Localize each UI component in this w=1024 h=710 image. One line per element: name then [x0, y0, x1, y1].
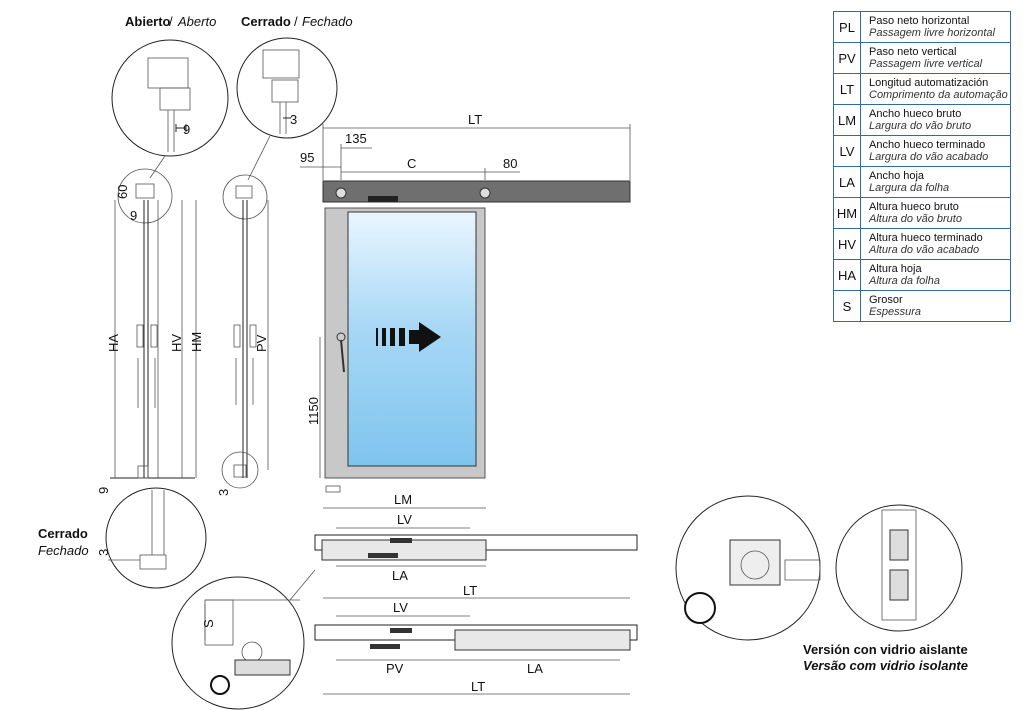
- plan-view-closed: LM LV LA LT: [314, 492, 638, 599]
- legend-code: S: [833, 290, 861, 322]
- closed-view-title-pt: Fechado: [302, 14, 353, 29]
- legend-es: Paso neto horizontal: [869, 15, 970, 27]
- legend-es: Grosor: [869, 294, 903, 306]
- legend-pt: Comprimento da automação: [869, 89, 1008, 101]
- closed-detail-circle: [236, 37, 338, 139]
- dim-135-label: 135: [345, 131, 367, 146]
- legend-code: PV: [833, 42, 861, 74]
- lt-middle-label: LT: [463, 583, 477, 598]
- legend-pt: Passagem livre horizontal: [869, 27, 995, 39]
- dim-c-label: C: [407, 156, 416, 171]
- la-label: LA: [392, 568, 408, 583]
- lm-label: LM: [394, 492, 412, 507]
- legend-pt: Largura do vão acabado: [869, 151, 989, 163]
- insulated-roller-circle: [675, 495, 821, 641]
- open-detail-circle: [111, 39, 229, 157]
- roller-detail-circle: [171, 576, 305, 710]
- open-side-section: [110, 168, 195, 479]
- lv-label: LV: [397, 512, 412, 527]
- plan-view-open: LV PV LA LT: [314, 600, 638, 695]
- ha-label: HA: [106, 334, 121, 352]
- legend-pt: Espessura: [869, 306, 921, 318]
- legend-code: LM: [833, 104, 861, 136]
- hv-label: HV: [169, 334, 184, 352]
- legend-code: PL: [833, 11, 861, 43]
- track-header: [322, 180, 631, 203]
- open-view-title-pt: Aberto: [177, 14, 216, 29]
- dim-80-label: 80: [503, 156, 517, 171]
- dim-95-label: 95: [300, 150, 314, 165]
- legend-es: Paso neto vertical: [869, 46, 957, 58]
- legend-code: HA: [833, 259, 861, 291]
- legend-es: Longitud automatización: [869, 77, 989, 89]
- bottom-left-title: Cerrado: [38, 526, 88, 541]
- legend-pt: Altura do vão bruto: [869, 213, 962, 225]
- open-gap-label: 9: [183, 122, 190, 137]
- bottom-left-3-label: 3: [96, 549, 111, 556]
- guide-detail-circle: [105, 487, 207, 589]
- bottom-9-label: 9: [96, 487, 111, 494]
- la2-label: LA: [527, 661, 543, 676]
- legend-code: HV: [833, 228, 861, 260]
- closed-gap-label: 3: [290, 112, 297, 127]
- s-label: S: [201, 619, 216, 628]
- insulated-glass-circle: [835, 504, 963, 632]
- arrow-right-icon: [376, 322, 441, 352]
- legend-code: LA: [833, 166, 861, 198]
- lv2-label: LV: [393, 600, 408, 615]
- hm-label: HM: [189, 332, 204, 352]
- legend-es: Altura hueco bruto: [869, 201, 959, 213]
- bottom-3-label: 3: [216, 489, 231, 496]
- pv2-label: PV: [386, 661, 404, 676]
- legend-pt: Largura do vão bruto: [869, 120, 972, 132]
- svg-text:/: /: [169, 14, 173, 29]
- lt-top-label: LT: [468, 112, 482, 127]
- pv-label: PV: [254, 334, 269, 352]
- open-view-title: Abierto: [125, 14, 171, 29]
- side-9-label: 9: [130, 208, 137, 223]
- legend-pt: Altura do vão acabado: [869, 244, 980, 256]
- closed-side-section: [221, 174, 268, 489]
- legend-es: Ancho hueco bruto: [869, 108, 962, 120]
- legend-es: Ancho hueco terminado: [869, 139, 986, 151]
- door-handle: [336, 332, 346, 373]
- legend-es: Ancho hoja: [869, 170, 925, 182]
- svg-text:/: /: [294, 14, 298, 29]
- bottom-left-title-pt: Fechado: [38, 543, 89, 558]
- side-60-label: 60: [115, 185, 130, 199]
- legend-pt: Largura da folha: [869, 182, 950, 194]
- legend-pt: Passagem livre vertical: [869, 58, 983, 70]
- legend-code: LV: [833, 135, 861, 167]
- lt-bottom-label: LT: [471, 679, 485, 694]
- legend-es: Altura hueco terminado: [869, 232, 983, 244]
- legend-code: LT: [833, 73, 861, 105]
- height-1150-label: 1150: [306, 397, 321, 425]
- closed-view-title: Cerrado: [241, 14, 291, 29]
- legend-code: HM: [833, 197, 861, 229]
- insulated-title-pt: Versão com vidrio isolante: [803, 658, 968, 673]
- insulated-title: Versión con vidrio aislante: [803, 642, 968, 657]
- legend-pt: Altura da folha: [869, 275, 940, 287]
- legend-es: Altura hoja: [869, 263, 922, 275]
